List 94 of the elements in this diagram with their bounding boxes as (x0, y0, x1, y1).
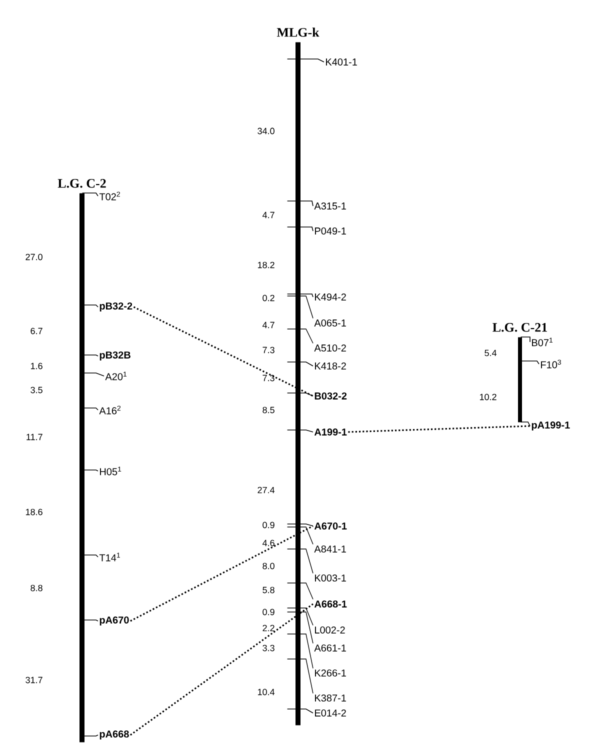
distance-label: 8.5 (262, 406, 274, 414)
node-label: L.G. C-2 (58, 179, 106, 188)
distance-label: 27.4 (258, 486, 275, 494)
distance-label: 0.9 (262, 608, 274, 616)
tick-mark (520, 336, 530, 342)
marker-label: B032-2 (314, 392, 347, 400)
marker-label: A510-2 (314, 344, 346, 352)
distance-label: 0.2 (262, 294, 274, 302)
marker-label: pA670 (100, 616, 129, 626)
distance-label: 27.0 (26, 254, 42, 260)
marker-label: A315-1 (314, 202, 346, 210)
marker-label: A20$^{1}$ (105, 372, 127, 380)
marker-label: A065-1 (314, 319, 346, 327)
node-label: MLG-k (276, 28, 320, 37)
dotted-line (348, 425, 530, 433)
tick-mark (286, 226, 314, 232)
distance-label: 34.0 (258, 128, 274, 134)
marker-label: K003-1 (315, 574, 346, 582)
tick-mark (82, 470, 98, 472)
leader-line (286, 612, 314, 644)
distance-label: 0.9 (262, 522, 274, 528)
distance-label: 2.2 (262, 624, 274, 632)
marker-label: pB32-2 (100, 302, 132, 312)
tick-mark (286, 362, 314, 366)
marker-label: K266-1 (315, 669, 346, 677)
distance-label: 10.4 (258, 688, 275, 696)
marker-label: L002-2 (315, 626, 345, 634)
distance-label: 1.6 (30, 362, 42, 370)
marker-label: A670-1 (314, 522, 347, 530)
leader-line (286, 582, 314, 600)
marker-label: H05$^{1}$ (100, 466, 122, 476)
leader-line (286, 658, 314, 694)
distance-label: 4.7 (262, 212, 274, 218)
node-label: L.G. C-21 (492, 323, 547, 332)
distance-label: 18.2 (258, 262, 274, 268)
distance-label: 5.8 (262, 586, 274, 594)
distance-label: 4.7 (262, 322, 274, 328)
distance-label: 8.0 (262, 562, 274, 570)
tick-mark (286, 392, 314, 396)
distance-label: 7.3 (262, 346, 274, 354)
marker-label: K494-2 (315, 293, 346, 301)
leader-line (286, 608, 314, 626)
distance-label: 11.7 (26, 434, 42, 440)
tick-mark (82, 354, 98, 356)
tick-mark (82, 372, 104, 376)
distance-label: 5.4 (484, 350, 497, 356)
marker-label: F10$^{3}$ (541, 360, 562, 368)
tick-mark (82, 620, 98, 622)
tick-mark (82, 192, 98, 196)
leader-line (286, 328, 314, 344)
tick-mark (82, 304, 98, 308)
distance-label: 10.2 (480, 394, 496, 400)
tick-mark (82, 734, 98, 736)
marker-label: A661-1 (314, 644, 346, 652)
marker-label: K418-2 (315, 362, 346, 370)
tick-mark (286, 524, 314, 526)
distance-label: 31.7 (26, 676, 42, 684)
distance-label: 8.8 (30, 584, 42, 592)
tick-mark (286, 200, 314, 206)
marker-label: K401-1 (326, 58, 357, 66)
leader-line (286, 548, 314, 574)
tick-mark (286, 58, 324, 62)
dotted-line (130, 603, 314, 736)
marker-label: pA668 (100, 730, 129, 740)
dotted-line (130, 525, 314, 622)
marker-label: A16$^{2}$ (99, 406, 121, 414)
tick-mark (520, 422, 530, 426)
distance-label: 3.3 (262, 644, 274, 652)
marker-label: K387-1 (315, 694, 346, 702)
distance-label: 3.5 (30, 386, 42, 394)
marker-label: A841-1 (314, 545, 346, 553)
tick-mark (286, 708, 314, 714)
marker-label: T02$^{2}$ (99, 192, 120, 200)
leader-line (286, 634, 314, 669)
tick-mark (286, 430, 314, 432)
distance-label: 18.6 (26, 508, 42, 516)
marker-label: pB32B (100, 351, 130, 361)
distance-label: 6.7 (30, 328, 42, 334)
leader-line (286, 526, 314, 545)
marker-label: B07$^{1}$ (532, 338, 553, 346)
marker-label: E014-2 (315, 709, 346, 717)
marker-label: A668-1 (314, 600, 347, 608)
tick-mark (82, 408, 98, 410)
marker-label: P049-1 (315, 227, 346, 235)
marker-label: A199-1 (314, 428, 347, 436)
distance-label: 7.3 (262, 374, 274, 382)
dotted-line (133, 306, 314, 397)
distance-label: 4.6 (262, 540, 274, 546)
tick-mark (520, 360, 540, 364)
tick-mark (286, 294, 314, 298)
marker-label: T14$^{1}$ (99, 552, 120, 562)
marker-label: pA199-1 (532, 421, 570, 431)
tick-mark (82, 554, 98, 558)
leader-line (286, 296, 314, 319)
